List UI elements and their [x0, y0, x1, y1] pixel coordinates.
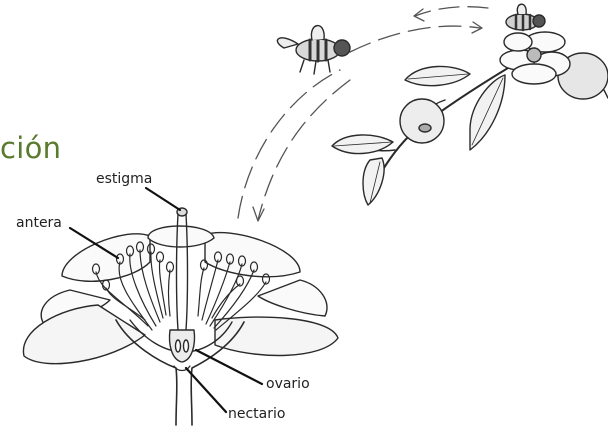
- leader-ovario: [196, 350, 262, 384]
- label-ovario: ovario: [266, 376, 310, 392]
- diagram-title-fragment: ción: [0, 131, 61, 165]
- flower-cross-section: [23, 208, 338, 425]
- label-antera: antera: [16, 215, 62, 231]
- bee-on-flower: [506, 4, 545, 30]
- label-nectario: nectario: [228, 406, 285, 422]
- flying-bee-illustration: [277, 26, 350, 74]
- fruit-branch-illustration: [332, 4, 608, 205]
- leader-estigma: [146, 188, 180, 210]
- label-estigma: estigma: [96, 171, 152, 187]
